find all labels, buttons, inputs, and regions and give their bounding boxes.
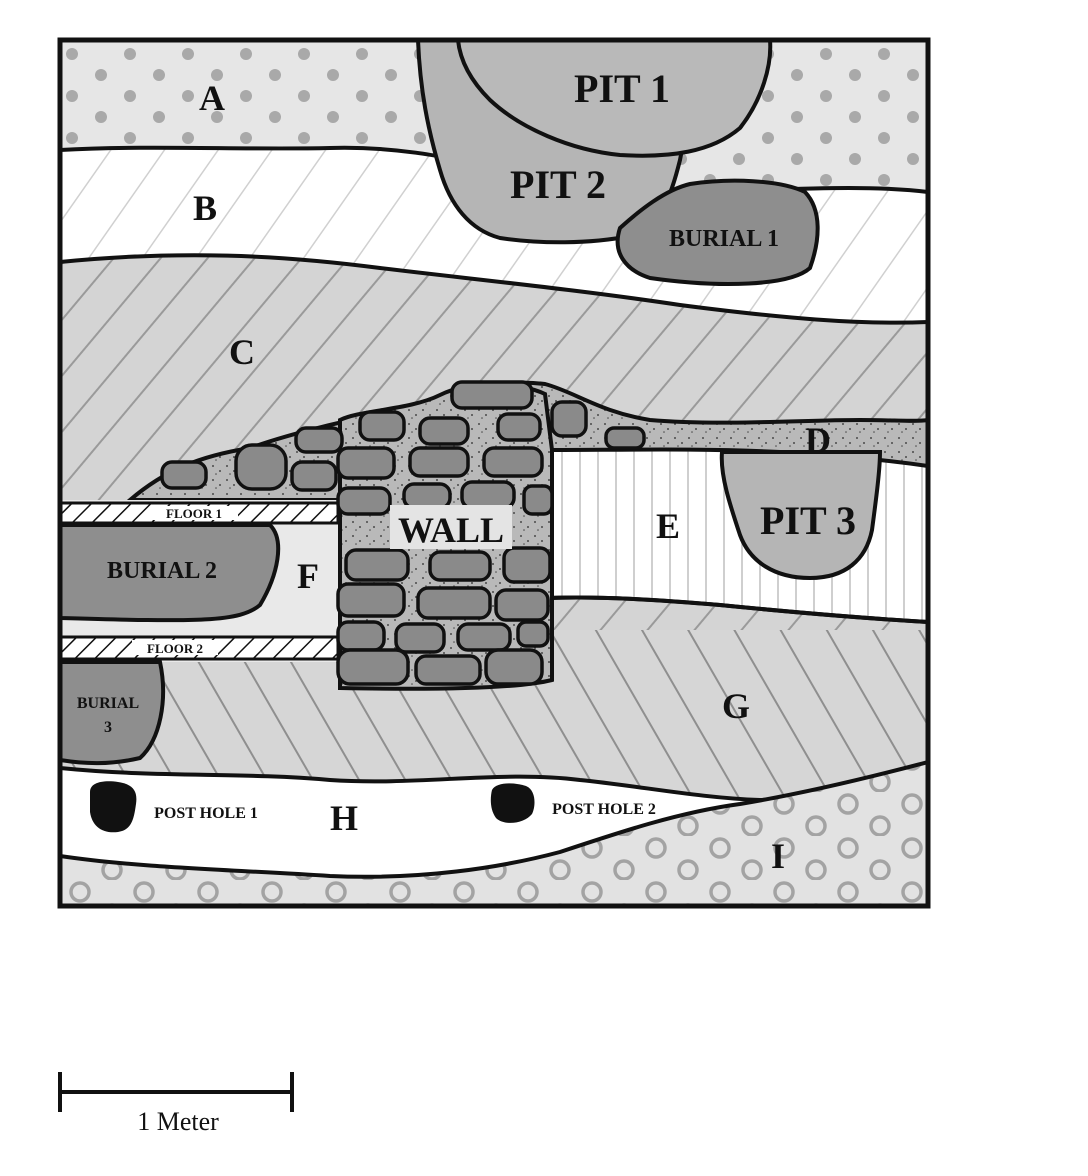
wall-stones [160, 380, 646, 686]
layer-d-label: D [805, 420, 831, 460]
scale-bar-label: 1 Meter [137, 1107, 219, 1136]
burial-2-label: BURIAL 2 [107, 558, 217, 584]
layer-b-label: B [193, 188, 217, 228]
pit-1 [455, 40, 773, 158]
layer-g-boundary [551, 595, 928, 624]
layer-g-label: G [722, 686, 750, 726]
post-hole-1 [90, 781, 137, 833]
layer-h-label: H [330, 798, 358, 838]
wall-label: WALL [398, 510, 504, 550]
pit-3 [719, 450, 883, 581]
layer-i-label: I [771, 836, 785, 876]
layer-c-label: C [229, 332, 255, 372]
burial-3-label-line2: 3 [104, 719, 112, 736]
floor-1-label: FLOOR 1 [166, 506, 222, 521]
burial-3-label-line1: BURIAL [77, 695, 139, 712]
burial-2 [60, 523, 281, 623]
pit-1-label: PIT 1 [574, 66, 670, 111]
burial-1-label: BURIAL 1 [669, 226, 779, 252]
post-hole-2-label: POST HOLE 2 [552, 801, 656, 818]
layer-e-label: E [656, 506, 680, 546]
pit-2-label: PIT 2 [510, 162, 606, 207]
post-hole-1-label: POST HOLE 1 [154, 805, 258, 822]
scale-bar [58, 1072, 294, 1112]
burial-1 [615, 178, 820, 286]
layer-i [60, 759, 928, 906]
pit-3-label: PIT 3 [760, 498, 856, 543]
floor-2-label: FLOOR 2 [147, 641, 203, 656]
section-frame [57, 37, 931, 909]
burial-3 [60, 660, 166, 766]
layer-f-label: F [297, 556, 319, 596]
layer-a-label: A [199, 78, 225, 118]
wall-label-box [390, 505, 512, 549]
post-hole-2 [490, 783, 535, 823]
